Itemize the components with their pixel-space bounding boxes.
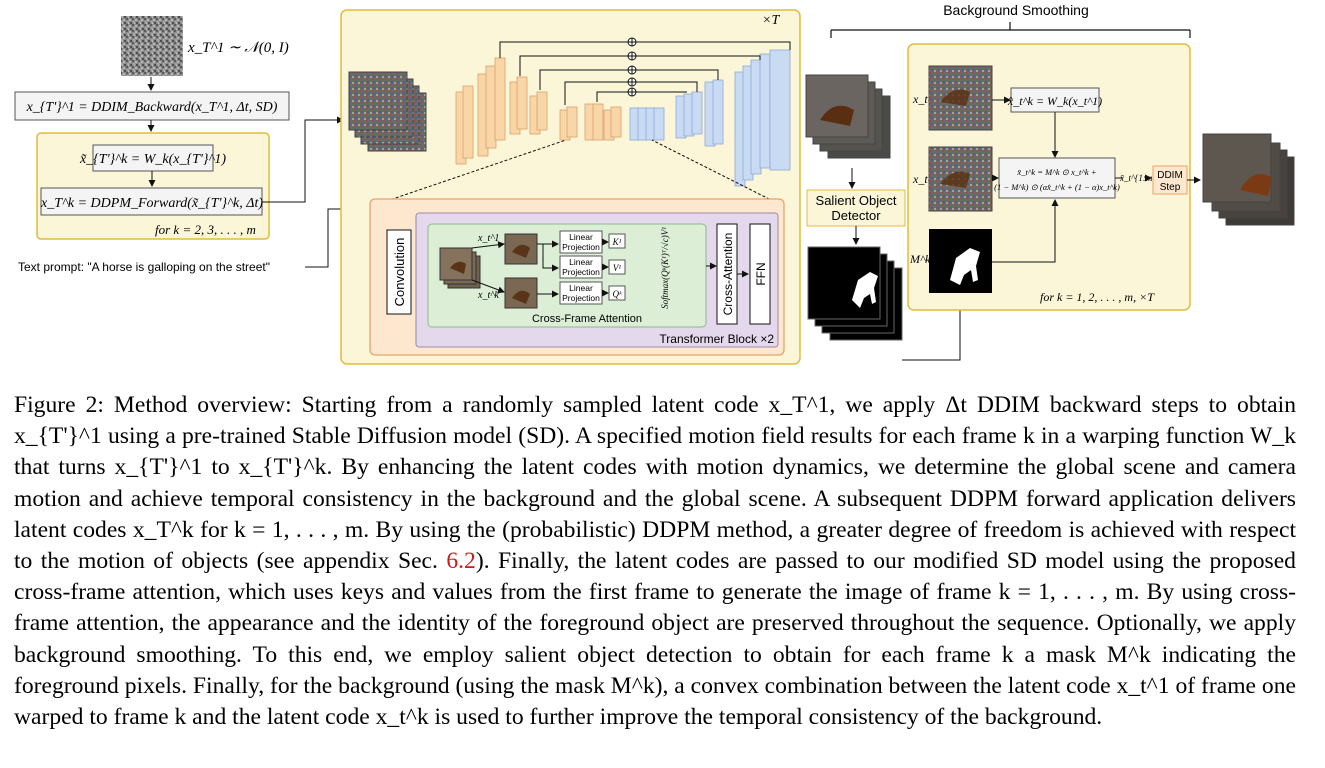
caption-part-2: ). Finally, the latent codes are passed … [14,548,1296,731]
ddim-backward-label: x_{T'}^1 = DDIM_Backward(x_T^1, Δt, SD) [26,100,278,115]
attn-x1-label: x_t^1 [477,233,499,244]
lp1-line2: Projection [562,242,600,252]
ddim-step-line2: Step [1160,182,1181,193]
noisy-frames [348,71,427,152]
qk-box [608,285,626,301]
transformer-block-label: Transformer Block ×2 [659,332,774,346]
salient-detector-box [806,189,906,227]
unet-encoder [455,57,622,165]
combo-line2: (1 − M^k) ⊙ (αx̂_t^k + (1 − α)x_t^k) [994,182,1120,192]
xbar-1m-label: x̄_t^{1:m} [1119,173,1156,183]
unet-decoder [629,49,791,187]
warp-hat-label: x̂_t^k = W_k(x_t^1) [1007,94,1102,108]
background-smoothing-title: Background Smoothing [943,2,1089,18]
lp1-line1: Linear [569,232,593,242]
ffn-box [749,223,771,325]
lp3-line1: Linear [569,283,593,293]
generated-frames [805,74,891,159]
qk-label: Qᵏ [612,289,621,299]
lp3-line2: Projection [562,293,600,303]
convolution-label: Convolution [392,238,407,307]
final-frames [1202,133,1295,226]
figure-caption: Figure 2: Method overview: Starting from… [14,390,1296,733]
method-diagram: x_T^1 ∼ 𝒩(0, I) x_{T'}^1 = DDIM_Backward… [14,2,1295,365]
ddim-step-box [1152,165,1188,195]
noise-label: x_T^1 ∼ 𝒩(0, I) [187,40,289,56]
ddim-step-line1: DDIM [1157,170,1183,181]
text-prompt: Text prompt: "A horse is galloping on th… [18,260,270,274]
cross-attention-label: Cross-Attention [721,233,735,316]
noise-image [121,16,183,76]
salient-line1: Salient Object [816,193,897,208]
caption-ref-link[interactable]: 6.2 [446,548,476,575]
linear-projections: Linear Projection Linear Projection Line… [559,230,603,305]
k1-box [608,233,626,249]
lp2-line2: Projection [562,267,600,277]
lp2-line1: Linear [569,257,593,267]
caption-part-1: Figure 2: Method overview: Starting from… [14,392,1296,575]
for-k-right: for k = 1, 2, . . . , m, ×T [1040,290,1155,304]
softmax-formula: Softmax(Qᵏ(K¹)ᵀ/√c)V¹ [660,227,670,309]
warp-label: x̃_{T'}^k = W_k(x_{T'}^1) [79,152,226,167]
convolution-box [386,229,412,315]
cross-frame-attention-label: Cross-Frame Attention [532,313,642,325]
attn-xk-label: x_t^k [477,290,499,301]
unet-times-T: ×T [762,13,780,28]
attention-frames-stack [439,247,481,289]
for-k-left: for k = 2, 3, . . . , m [155,222,256,237]
xtk-image [928,146,993,212]
ddpm-forward-label: x_T^k = DDPM_Forward(x̃_{T'}^k, Δt) [40,196,263,211]
v1-label: V¹ [613,263,621,273]
warp-box [92,144,214,172]
salient-line2: Detector [831,208,881,223]
combination-box [998,157,1116,199]
ddim-backward-box [14,91,290,121]
mk-label: M^k [909,252,931,266]
skip-connections [499,37,791,105]
ffn-label: FFN [754,262,768,285]
combo-line1: x̄_t^k = M^k ⊙ x_t^k + [1016,167,1096,177]
k1-label: K¹ [612,237,622,247]
v1-box [608,259,626,275]
mask-stack [807,246,903,341]
